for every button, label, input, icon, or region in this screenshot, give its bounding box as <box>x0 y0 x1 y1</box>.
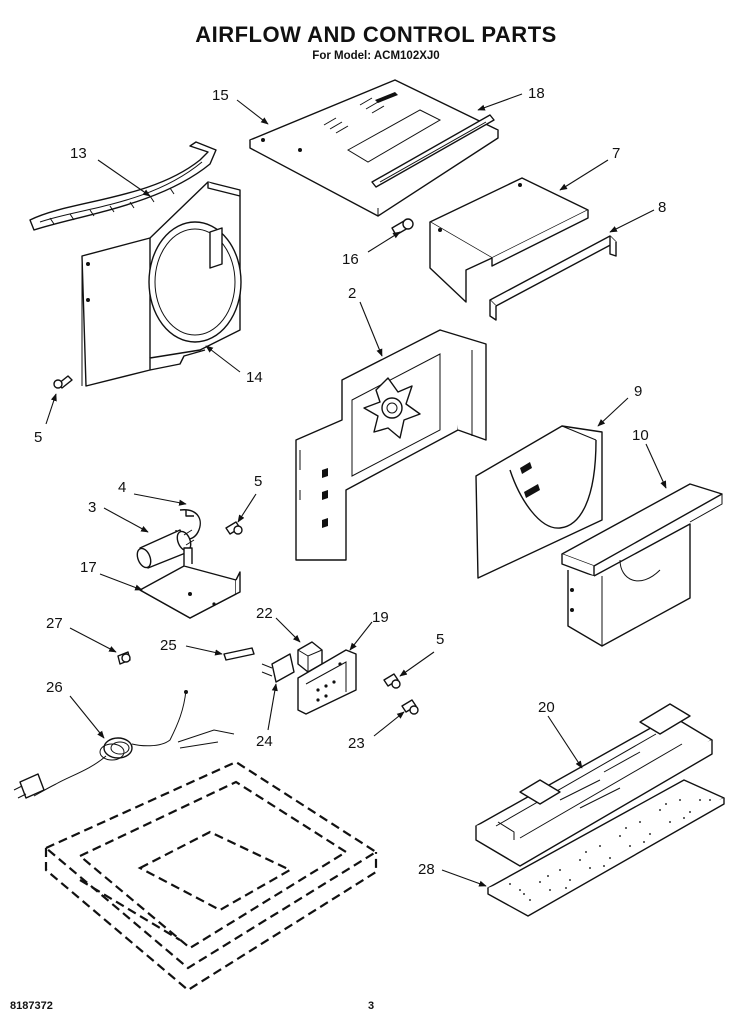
callout-5-left: 5 <box>34 429 42 446</box>
callout-5-right: 5 <box>436 631 444 648</box>
part-16-screw <box>391 218 414 236</box>
leader-lines <box>45 93 667 887</box>
part-13-gasket <box>29 141 217 231</box>
callout-labels: 15 18 13 7 8 16 2 14 5 9 10 4 5 3 17 22 … <box>34 85 666 878</box>
callout-5-middle: 5 <box>254 473 262 490</box>
callout-9: 9 <box>634 383 642 400</box>
part-17-bracket <box>139 547 241 619</box>
part-8-rail <box>489 235 617 321</box>
document-number: 8187372 <box>10 1000 53 1012</box>
part-27-screw <box>117 651 131 665</box>
page-number: 3 <box>368 1000 375 1012</box>
part-23-screw <box>401 699 419 715</box>
part-20-filter-frame <box>475 703 713 867</box>
callout-23: 23 <box>348 735 365 752</box>
callout-25: 25 <box>160 637 177 654</box>
callout-7: 7 <box>612 145 620 162</box>
part-3-capacitor <box>136 529 195 569</box>
part-5-screw-left <box>53 375 73 389</box>
part-19-control-plate <box>297 649 357 715</box>
base-pan-reference <box>43 760 379 992</box>
part-25-tube <box>223 647 255 661</box>
part-18-strip <box>371 114 495 188</box>
callout-24: 24 <box>256 733 273 750</box>
callout-20: 20 <box>538 699 555 716</box>
part-5-screw-right <box>383 673 401 689</box>
callout-3: 3 <box>88 499 96 516</box>
part-15-top-cover <box>249 79 499 217</box>
part-5-screw-middle <box>225 521 243 535</box>
callout-8: 8 <box>658 199 666 216</box>
callout-18: 18 <box>528 85 545 102</box>
callout-17: 17 <box>80 559 97 576</box>
callout-14: 14 <box>246 369 263 386</box>
callout-4: 4 <box>118 479 126 496</box>
callout-13: 13 <box>70 145 87 162</box>
part-26-power-cord <box>13 689 235 799</box>
callout-27: 27 <box>46 615 63 632</box>
part-24-thermistor <box>261 653 295 683</box>
model-subtitle: For Model: ACM102XJ0 <box>312 50 440 62</box>
callout-28: 28 <box>418 861 435 878</box>
callout-2: 2 <box>348 285 356 302</box>
callout-19: 19 <box>372 609 389 626</box>
part-2-bulkhead <box>295 329 487 561</box>
callout-15: 15 <box>212 87 229 104</box>
callout-26: 26 <box>46 679 63 696</box>
part-9-air-guide <box>475 425 603 579</box>
part-7-cover <box>429 177 589 303</box>
part-10-deflector <box>561 483 723 647</box>
callout-10: 10 <box>632 427 649 444</box>
callout-22: 22 <box>256 605 273 622</box>
part-14-shroud <box>81 181 242 387</box>
page-title: AIRFLOW AND CONTROL PARTS <box>195 22 557 47</box>
callout-16: 16 <box>342 251 359 268</box>
part-28-filter <box>487 779 725 917</box>
